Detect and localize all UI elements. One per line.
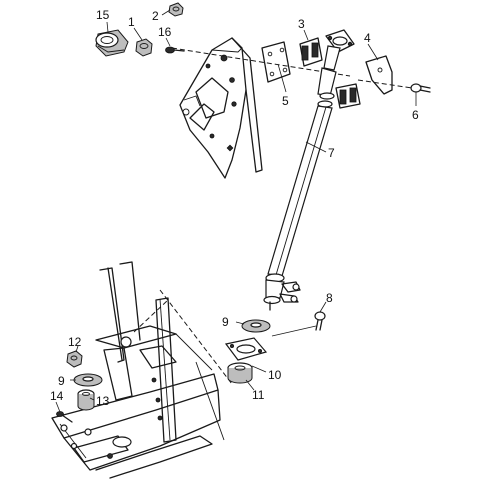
callout-10: 10 bbox=[268, 368, 282, 382]
callout-4: 4 bbox=[364, 31, 371, 45]
screw-part-16 bbox=[165, 46, 185, 54]
bushing-part-13 bbox=[77, 389, 95, 411]
callout-5: 5 bbox=[282, 94, 289, 108]
callout-15: 15 bbox=[96, 8, 110, 22]
column-clamp bbox=[335, 83, 361, 109]
bolt-part-8 bbox=[314, 311, 326, 331]
callout-11: 11 bbox=[252, 388, 265, 402]
callout-6: 6 bbox=[412, 108, 419, 122]
nut-part-1 bbox=[135, 38, 153, 57]
plate-part-5 bbox=[261, 41, 291, 83]
leader-lines bbox=[55, 9, 417, 413]
bracket-part-4 bbox=[365, 55, 393, 95]
nut-part-12 bbox=[66, 350, 83, 368]
washer-part-9-upper bbox=[241, 319, 271, 333]
callout-3: 3 bbox=[298, 17, 305, 31]
callout-13: 13 bbox=[96, 394, 110, 408]
callout-2: 2 bbox=[152, 9, 159, 23]
callout-8: 8 bbox=[326, 291, 333, 305]
callout-12: 12 bbox=[68, 335, 82, 349]
bolt-part-6 bbox=[410, 83, 431, 93]
assembly-axis-lines bbox=[133, 47, 413, 385]
callout-9-upper: 9 bbox=[222, 315, 229, 329]
nut-part-2 bbox=[168, 2, 184, 17]
callout-labels: 15 1 2 16 3 4 5 6 7 8 9 10 11 12 9 13 14 bbox=[50, 8, 419, 408]
callout-14: 14 bbox=[50, 389, 64, 403]
bushing-part-15 bbox=[95, 29, 129, 57]
callout-7: 7 bbox=[328, 146, 335, 160]
bushing-part-11 bbox=[227, 362, 253, 384]
connector-line bbox=[271, 325, 317, 337]
upper-mounting-bracket bbox=[179, 37, 263, 179]
bearing-clamp-part-3 bbox=[299, 29, 355, 67]
washer-part-9-lower bbox=[73, 373, 103, 387]
flange-bearing-part-10 bbox=[224, 337, 268, 361]
callout-9-lower: 9 bbox=[58, 374, 65, 388]
steering-column-part-7 bbox=[263, 45, 341, 311]
callout-16: 16 bbox=[158, 25, 172, 39]
callout-1: 1 bbox=[128, 15, 135, 29]
lower-frame-chassis bbox=[51, 261, 225, 479]
